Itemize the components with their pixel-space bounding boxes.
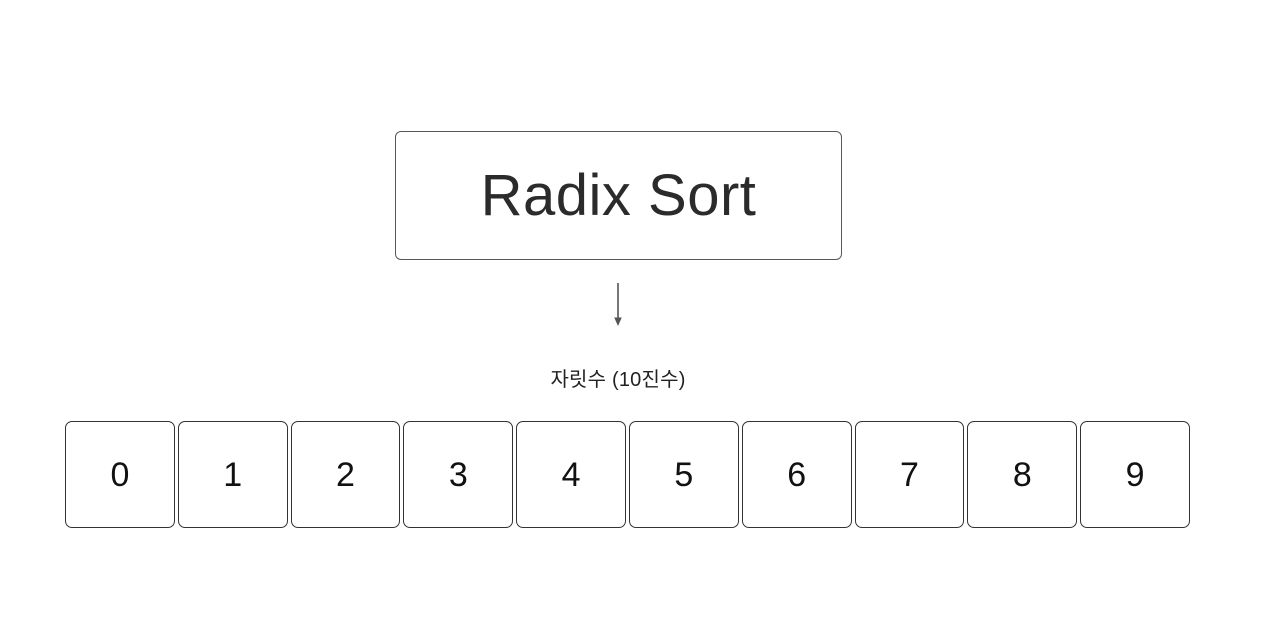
page-title: Radix Sort [480, 162, 757, 228]
down-arrow-icon [600, 281, 636, 329]
bucket-3[interactable]: 3 [403, 421, 514, 528]
bucket-digit-label: 1 [223, 455, 243, 494]
bucket-row: 0 1 2 3 4 5 6 7 8 9 [65, 421, 1190, 528]
digit-base-label: 자릿수 (10진수) [550, 369, 686, 391]
bucket-digit-label: 9 [1125, 455, 1145, 494]
bucket-5[interactable]: 5 [628, 421, 739, 528]
algorithm-title-box: Radix Sort [395, 131, 842, 260]
bucket-6[interactable]: 6 [741, 421, 852, 528]
bucket-8[interactable]: 8 [967, 421, 1078, 528]
bucket-7[interactable]: 7 [854, 421, 965, 528]
bucket-digit-label: 7 [900, 455, 919, 494]
bucket-2[interactable]: 2 [290, 421, 401, 528]
bucket-1[interactable]: 1 [177, 421, 288, 528]
bucket-digit-label: 5 [674, 455, 694, 494]
bucket-digit-label: 2 [336, 455, 355, 494]
bucket-digit-label: 8 [1012, 455, 1032, 494]
bucket-digit-label: 3 [448, 455, 468, 494]
bucket-9[interactable]: 9 [1080, 421, 1190, 528]
bucket-4[interactable]: 4 [516, 421, 626, 528]
bucket-digit-label: 4 [561, 455, 581, 494]
bucket-0[interactable]: 0 [65, 421, 175, 528]
bucket-digit-label: 6 [787, 455, 807, 494]
bucket-digit-label: 0 [110, 455, 130, 494]
